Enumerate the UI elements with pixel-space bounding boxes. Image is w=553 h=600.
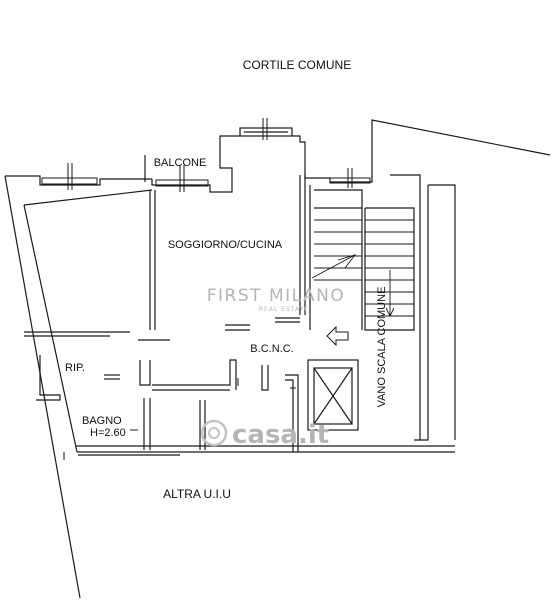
top-right-wall: [292, 135, 373, 183]
lift-shaft-inner: [313, 367, 353, 425]
right-wall-b: [428, 184, 456, 440]
label-cortile: CORTILE COMUNE: [243, 58, 351, 72]
walls: [4, 119, 551, 599]
label-bagno-height: H=2.60: [90, 427, 126, 439]
window-stair: [329, 177, 371, 184]
label-rip: RIP.: [65, 362, 85, 374]
stair-treads: [311, 219, 414, 318]
balcone-wall: [151, 135, 240, 193]
label-altra: ALTRA U.I.U: [163, 487, 231, 501]
room-labels: CORTILE COMUNE BALCONE SOGGIORNO/CUCINA …: [65, 58, 388, 501]
stair-down-arrow-icon: [385, 307, 395, 318]
brand-watermark: FIRST MILANO: [207, 286, 345, 306]
label-bagno: BAGNO: [82, 415, 122, 427]
left-outer-wall: [5, 175, 152, 186]
lift-shaft-outer: [307, 359, 359, 431]
left-slanted-wall-inner: [23, 204, 78, 453]
hall-wall-left: [139, 360, 151, 386]
brand-sub-watermark: REAL ESTATE: [259, 306, 309, 313]
label-soggiorno: SOGGIORNO/CUCINA: [168, 239, 283, 251]
left-slanted-wall-outer: [4, 175, 81, 599]
site-watermark: casa.it: [232, 420, 329, 450]
balcone-window: [239, 127, 293, 137]
label-vano-scala: VANO SCALA COMUNE: [376, 287, 388, 408]
windows: [41, 118, 371, 192]
stair-up-line: [311, 254, 356, 279]
stair-inner: [364, 207, 415, 331]
window-balcone: [155, 179, 209, 187]
site-logo-icon: [200, 419, 228, 447]
right-wall-c: [420, 185, 429, 441]
entrance-arrow-icon: [326, 325, 349, 347]
lift-cross-b: [313, 367, 353, 425]
stair-outer: [314, 189, 363, 330]
watermarks: FIRST MILANO REAL ESTATE casa.it: [200, 286, 345, 450]
hall-wall-mid2: [152, 359, 237, 390]
label-bcnc: B.C.N.C.: [250, 343, 293, 355]
rip-wall: [36, 355, 61, 401]
door-marks: [63, 378, 296, 460]
window-left: [41, 177, 98, 185]
stair-up-arrow-icon: [337, 254, 357, 269]
right-wall-a: [390, 174, 421, 441]
left-wall-top-inner: [23, 189, 153, 206]
hall-door-posts: [261, 365, 269, 391]
label-balcone: BALCONE: [154, 157, 207, 169]
right-wall-top: [371, 119, 551, 176]
lift-wall-left: [285, 374, 299, 452]
